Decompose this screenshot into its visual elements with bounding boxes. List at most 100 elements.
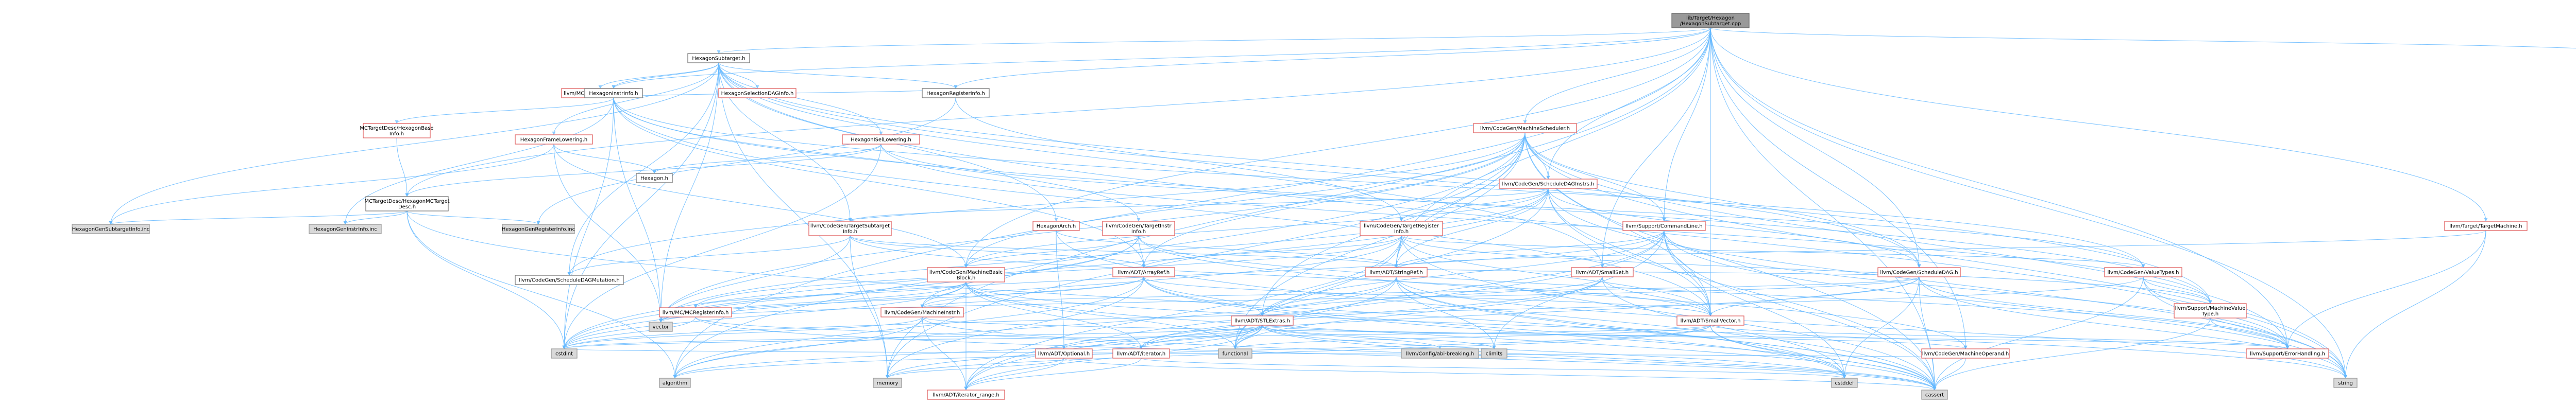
node-smallvector[interactable]: llvm/ADT/SmallVector.h [1676,315,1744,326]
edge-mcreginfo-to-cstdint [562,316,696,349]
node-string[interactable]: string [2333,378,2358,388]
node-label: Block.h [957,275,976,281]
node-machoperand[interactable]: llvm/CodeGen/MachineOperand.h [1921,348,2010,359]
node-label: Info.h [389,131,404,137]
node-box [659,378,691,388]
node-schedinstrs[interactable]: llvm/CodeGen/ScheduleDAGInstrs.h [1499,179,1598,189]
node-stlextras[interactable]: llvm/ADT/STLExtras.h [1231,315,1294,326]
node-hexreginc[interactable]: HexagonGenRegisterInfo.inc [502,224,575,234]
node-label: Info.h [1394,229,1409,235]
node-hexreginfo[interactable]: HexagonRegisterInfo.h [922,88,990,98]
node-stringref[interactable]: llvm/ADT/StringRef.h [1365,267,1428,277]
edge-smallvector-to-errhandling [1710,325,2290,349]
edge-root-to-schedinstrs [1546,27,1711,180]
node-label: HexagonRegisterInfo.h [926,91,985,97]
node-label: llvm/Support/MachineValue [2175,306,2246,311]
node-optional[interactable]: llvm/ADT/Optional.h [1035,348,1093,359]
node-cstdint[interactable]: cstdint [551,348,578,359]
node-hexinstrinc[interactable]: HexagonGenInstrInfo.inc [309,224,382,234]
node-algorithm[interactable]: algorithm [659,378,691,388]
edge-schedinstrs-to-smallvector [1548,188,1713,316]
node-hexsubinc[interactable]: HexagonGenSubtargetInfo.inc [72,224,150,234]
node-label: llvm/CodeGen/MachineOperand.h [1922,351,2009,357]
edge-hexsub_h-to-scheddag [718,62,1921,268]
edge-mctargetdesc-to-hexinstrinc [343,210,408,225]
node-label: llvm/CodeGen/TargetRegister [1364,223,1439,229]
edge-hexsub_h-to-mvt [718,62,2212,304]
node-label: Type.h [2201,311,2219,317]
edge-schedinstrs-to-cassert [1548,188,1937,391]
edge-mbb-to-functional [965,281,1237,349]
node-mcreginfo[interactable]: llvm/MC/MCRegisterInfo.h [659,307,732,317]
edge-hexframe-to-vector [553,144,663,323]
node-label: llvm/Support/CommandLine.h [1625,224,1702,230]
edge-machsched-to-cassert [1524,132,1937,391]
edge-optional-to-memory [886,358,1064,379]
node-root[interactable]: lib/Target/Hexagon/HexagonSubtarget.cpp [1671,13,1750,28]
node-cstddef[interactable]: cstddef [1831,378,1858,388]
node-label: llvm/ADT/Optional.h [1038,351,1090,357]
node-iterator[interactable]: llvm/ADT/iterator.h [1112,348,1170,359]
node-hexarch[interactable]: HexagonArch.h [1032,221,1080,231]
edge-scheddag-to-machineinstr [920,276,1920,308]
node-smallset[interactable]: llvm/ADT/SmallSet.h [1571,267,1634,277]
node-arrayref[interactable]: llvm/ADT/ArrayRef.h [1112,267,1175,277]
node-machsched[interactable]: llvm/CodeGen/MachineScheduler.h [1473,123,1577,133]
edge-machsched-to-errhandling [1524,132,2290,349]
node-box [551,348,578,359]
node-schedmut[interactable]: llvm/CodeGen/ScheduleDAGMutation.h [515,275,624,285]
node-hexisel[interactable]: HexagonISelLowering.h [842,134,920,145]
node-hexsub_h[interactable]: HexagonSubtarget.h [687,53,750,63]
edge-machsched-to-mbb [964,132,1526,268]
edge-smallset-to-stlextras [1260,276,1603,316]
node-box [842,134,920,145]
node-hexinstrinfo_h[interactable]: HexagonInstrInfo.h [584,88,643,98]
node-functional[interactable]: functional [1218,348,1252,359]
node-climits[interactable]: climits [1481,348,1507,359]
node-cassert[interactable]: cassert [1921,390,1948,400]
node-scheddag[interactable]: llvm/CodeGen/ScheduleDAG.h [1877,267,1961,277]
node-label: HexagonSubtarget.h [692,56,745,62]
edge-arrayref-to-algorithm [673,276,1144,379]
edge-valuetypes-to-string [2143,276,2347,379]
node-hexseldag[interactable]: HexagonSelectionDAGInfo.h [718,88,796,98]
node-vector[interactable]: vector [649,322,673,332]
node-label: llvm/Support/ErrorHandling.h [2250,351,2325,357]
edge-targetsub-to-arrayref [850,235,1146,268]
node-box [515,134,593,145]
node-label: MCTargetDesc/HexagonMCTarget [364,199,449,204]
node-label: llvm/ADT/SmallSet.h [1576,270,1629,276]
edge-hexsub_h-to-hexseldag [718,62,759,89]
edge-machsched-to-smallvector [1524,132,1713,316]
node-machineinstr[interactable]: llvm/CodeGen/MachineInstr.h [880,307,964,317]
node-configbreak[interactable]: llvm/Config/abi-breaking.h [1401,348,1479,359]
edge-iterator-to-iterrange [964,358,1142,391]
node-iterrange[interactable]: llvm/ADT/iterator_range.h [927,390,1005,400]
edge-smallset-to-cstddef [1602,276,1846,379]
node-label: Info.h [843,229,857,235]
edge-hexinstrinfo_h-to-smallvector [613,97,1713,316]
node-cmdline[interactable]: llvm/Support/CommandLine.h [1622,221,1706,231]
node-memory[interactable]: memory [873,378,902,388]
edge-cmdline-to-smallvector [1664,230,1713,316]
edge-arrayref-to-memory [886,276,1144,379]
node-hexframe[interactable]: HexagonFrameLowering.h [515,134,593,145]
edge-scheddag-to-iterator [1139,276,1920,349]
edge-schedinstrs-to-cstdint [562,188,1549,349]
node-hexagon_h[interactable]: Hexagon.h [636,173,673,183]
node-box [1571,267,1634,277]
node-targetmachine[interactable]: llvm/Target/TargetMachine.h [2444,221,2528,231]
edge-root-to-cassert [1710,27,1937,391]
node-errhandling[interactable]: llvm/Support/ErrorHandling.h [2246,348,2329,359]
edge-mctargetdesc_base-to-mctargetdesc [396,137,409,197]
node-valuetypes[interactable]: llvm/CodeGen/ValueTypes.h [2104,267,2182,277]
edge-root-to-hexsub_h [717,27,1711,54]
edge-machsched-to-schedmut [567,132,1526,276]
